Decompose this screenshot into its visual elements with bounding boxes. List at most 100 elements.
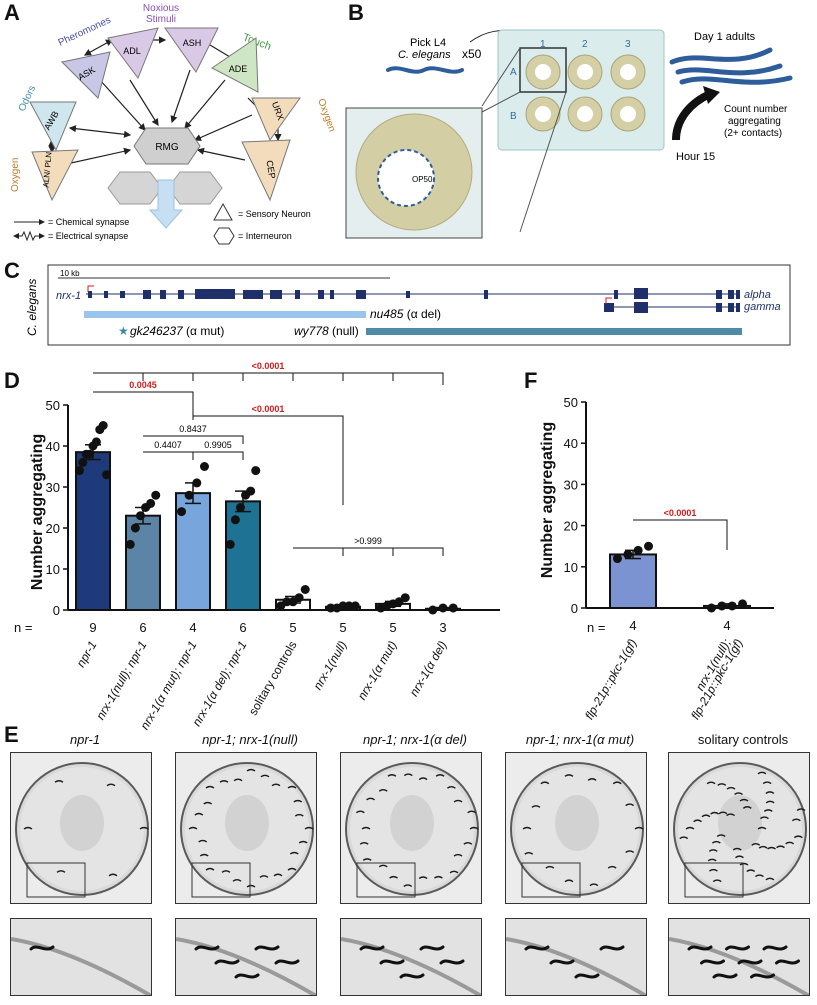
y-tick-label: 20 bbox=[564, 519, 578, 534]
isoform-gamma-label: gamma bbox=[744, 301, 781, 313]
count-arrow bbox=[672, 90, 712, 141]
pick-text-2: C. elegans bbox=[398, 49, 451, 61]
y-tick-label: 10 bbox=[46, 562, 60, 577]
micrograph bbox=[505, 752, 647, 904]
panel-label-c: C bbox=[4, 258, 20, 283]
panel-label-d: D bbox=[4, 368, 20, 393]
allele-gk246237-name: gk246237 bbox=[130, 324, 184, 338]
data-point bbox=[633, 545, 643, 555]
data-point bbox=[300, 585, 310, 594]
p-value: 0.4407 bbox=[154, 440, 182, 450]
col-label-3: 3 bbox=[625, 39, 631, 50]
panel-label-a: A bbox=[4, 0, 20, 25]
data-point bbox=[235, 503, 245, 512]
micrograph-zoom-svg bbox=[341, 937, 481, 995]
data-point bbox=[738, 599, 748, 609]
d-n-prefix: n = bbox=[14, 620, 32, 635]
row-label-b: B bbox=[510, 111, 517, 122]
y-tick-label: 20 bbox=[46, 521, 60, 536]
count-text-3: (2+ contacts) bbox=[724, 128, 782, 139]
n-value: 9 bbox=[89, 620, 96, 635]
data-point bbox=[225, 539, 235, 549]
comparison-bracket bbox=[93, 372, 444, 385]
micrograph-svg bbox=[180, 762, 314, 898]
micrograph-svg bbox=[15, 762, 149, 898]
neuron-rmg: RMG bbox=[133, 127, 201, 165]
y-tick-label: 40 bbox=[564, 436, 578, 451]
data-point bbox=[85, 449, 95, 459]
category-label: nrx-1(α del) bbox=[407, 639, 450, 699]
neuron-awb: AWB bbox=[29, 101, 77, 152]
data-point bbox=[146, 498, 156, 508]
bar bbox=[225, 500, 261, 612]
data-point bbox=[717, 601, 727, 611]
neuron-ash: ASH bbox=[164, 27, 219, 73]
species-label: C. elegans bbox=[25, 279, 39, 336]
f-n-prefix: n = bbox=[587, 620, 605, 635]
data-point bbox=[706, 603, 716, 613]
comparison-bracket bbox=[633, 519, 728, 550]
allele-gk246237: gk246237 (α mut) bbox=[130, 324, 224, 338]
data-point bbox=[623, 549, 633, 559]
micrograph bbox=[10, 752, 152, 904]
legend-interneuron: = Interneuron bbox=[238, 231, 292, 241]
micrograph-zoom bbox=[10, 918, 152, 996]
hour-label: Hour 15 bbox=[676, 151, 715, 163]
pick-count: x50 bbox=[462, 47, 482, 61]
panel-label-e: E bbox=[4, 722, 19, 747]
interneuron-icon bbox=[213, 227, 235, 245]
data-point bbox=[230, 515, 240, 525]
bar bbox=[125, 514, 161, 612]
allele-nu485-bar bbox=[84, 311, 366, 318]
interneuron-hexagon-left bbox=[107, 171, 163, 205]
allele-nu485: nu485 (α del) bbox=[370, 307, 441, 321]
micrograph bbox=[668, 752, 810, 904]
allele-nu485-desc: (α del) bbox=[403, 307, 441, 321]
category-label: nrx-1(α mut); npr-1 bbox=[137, 639, 199, 733]
n-value: 6 bbox=[239, 620, 246, 635]
micrograph-zoom bbox=[668, 918, 810, 996]
y-tick-label: 10 bbox=[564, 560, 578, 575]
e-caption-amut: npr-1; nrx-1(α mut) bbox=[525, 732, 635, 747]
f-y-axis-label: Number aggregating bbox=[539, 422, 556, 578]
bar bbox=[175, 492, 211, 611]
neuron-cep: CEP bbox=[241, 139, 291, 202]
data-point bbox=[130, 523, 140, 533]
micrograph bbox=[175, 752, 317, 904]
data-point bbox=[135, 511, 145, 521]
food-label: OP50 bbox=[412, 175, 433, 184]
p-value: <0.0001 bbox=[252, 404, 285, 414]
n-value: 4 bbox=[629, 618, 636, 633]
n-value: 4 bbox=[189, 620, 196, 635]
comparison-bracket bbox=[293, 547, 444, 556]
category-label: nrx-1(α del); npr-1 bbox=[189, 639, 249, 729]
data-point bbox=[251, 466, 261, 476]
neuron-cep-label: CEP bbox=[264, 159, 277, 179]
micrograph-zoom bbox=[175, 918, 317, 996]
comparison-bracket bbox=[193, 415, 344, 505]
data-point bbox=[612, 554, 622, 564]
comparison-bracket bbox=[143, 451, 194, 460]
category-label: nrx-1(null) bbox=[310, 639, 349, 693]
p-value: 0.0045 bbox=[129, 380, 157, 390]
panel-label-f: F bbox=[524, 368, 537, 393]
data-point bbox=[98, 421, 108, 430]
y-tick-label: 40 bbox=[46, 439, 60, 454]
allele-nu485-name: nu485 bbox=[370, 307, 404, 321]
count-text-2: aggregating bbox=[728, 116, 781, 127]
category-label: solitary controls bbox=[246, 639, 300, 718]
alpha-exons bbox=[88, 288, 740, 299]
category-label: nrx-1(α mut) bbox=[355, 638, 400, 702]
worm-icon bbox=[386, 66, 464, 74]
y-tick-label: 0 bbox=[571, 601, 578, 616]
n-value: 6 bbox=[139, 620, 146, 635]
gamma-start-icon bbox=[605, 297, 612, 304]
y-tick-label: 30 bbox=[46, 480, 60, 495]
col-label-1: 1 bbox=[540, 39, 546, 50]
data-point bbox=[74, 466, 84, 476]
n-value: 3 bbox=[439, 620, 446, 635]
data-point bbox=[102, 470, 112, 480]
